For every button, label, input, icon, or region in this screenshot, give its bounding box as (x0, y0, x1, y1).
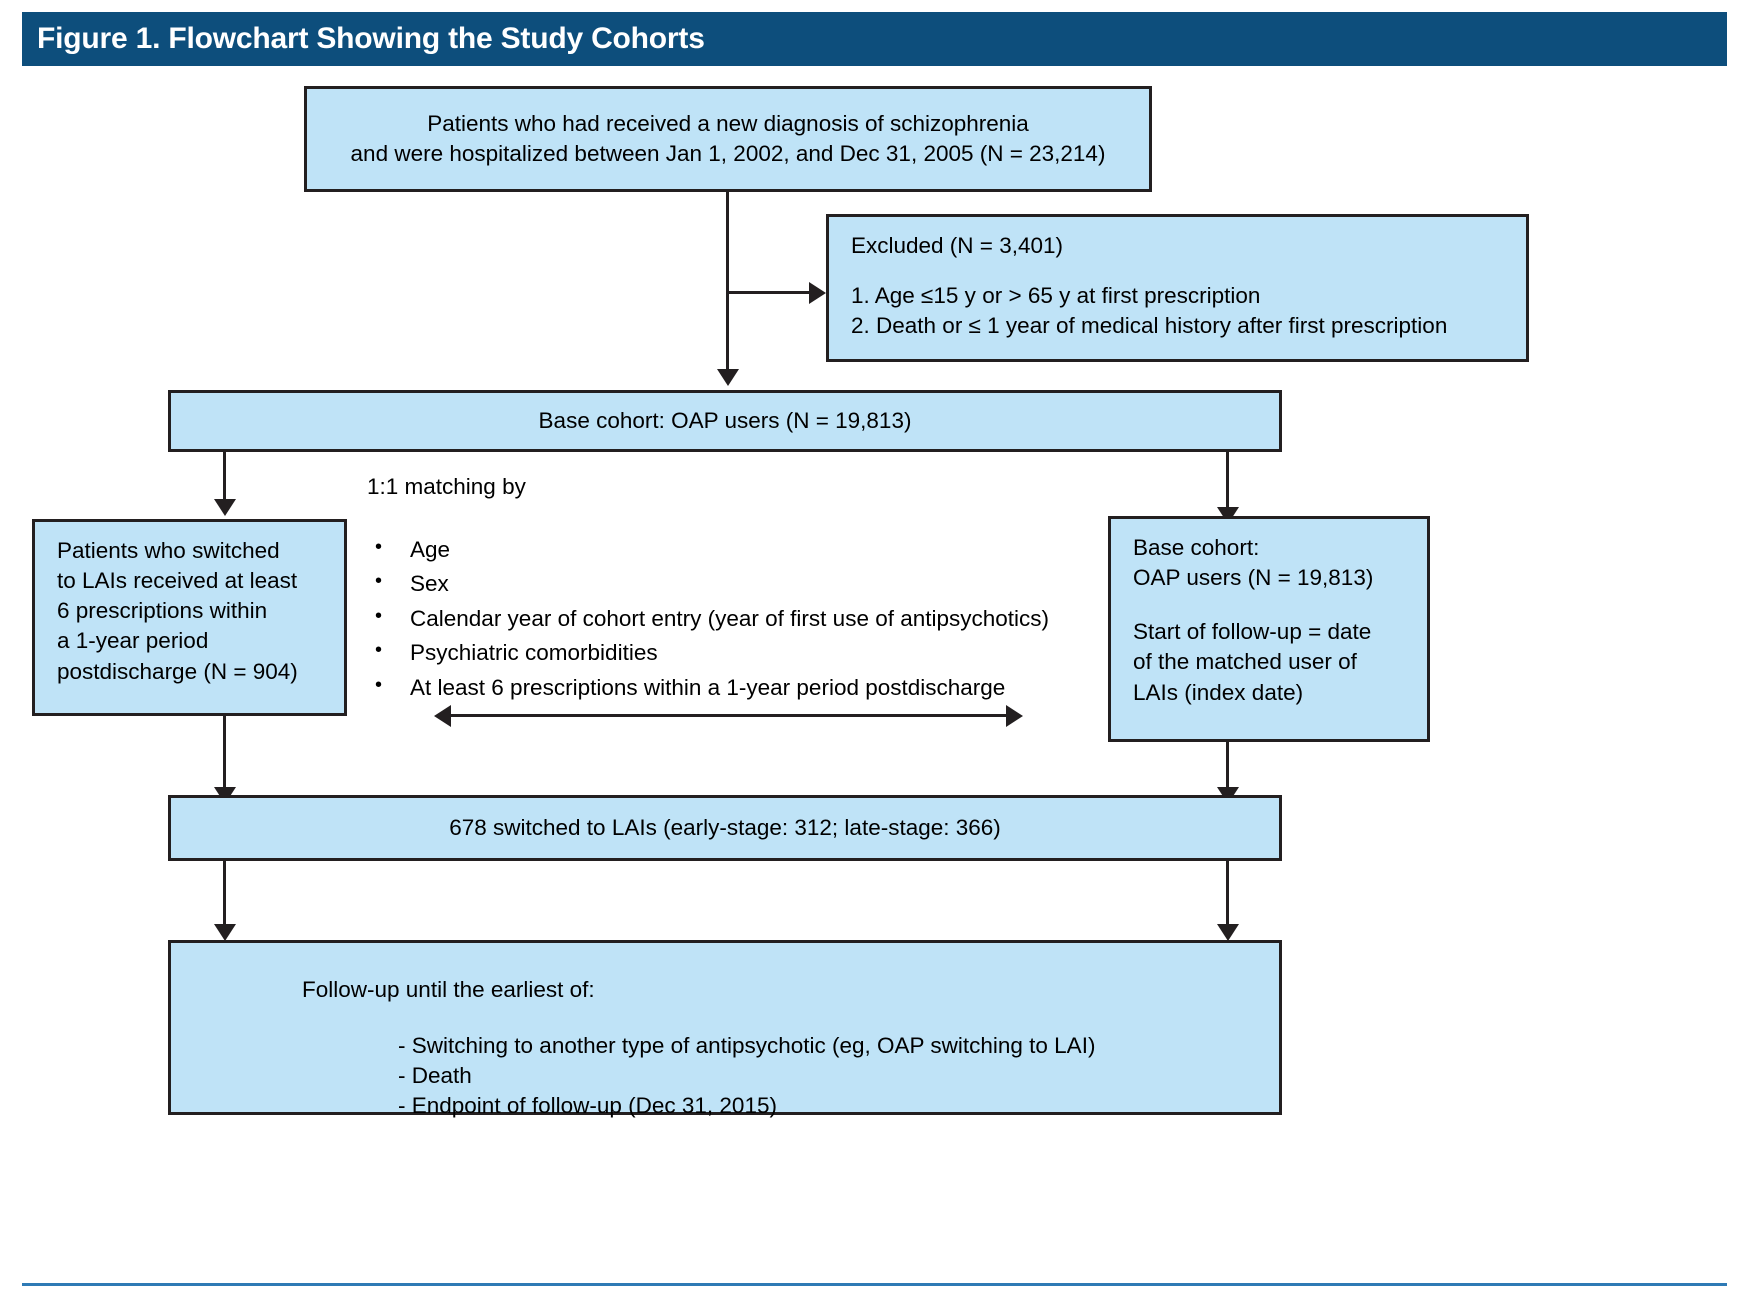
connector-base-to-left (223, 452, 226, 500)
arrowhead-source-to-excluded (809, 282, 826, 304)
matched-base-spacer (1133, 593, 1405, 617)
excluded-item-1: 1. Age ≤15 y or > 65 y at first prescrip… (851, 283, 1261, 309)
figure-title: Figure 1. Flowchart Showing the Study Co… (37, 22, 705, 55)
matching-heading: 1:1 matching by (367, 474, 526, 499)
node-lai-switchers: Patients who switched to LAIs received a… (32, 519, 347, 716)
lai-switchers-line-4: a 1-year period (57, 628, 209, 654)
switched-totals-label: 678 switched to LAIs (early-stage: 312; … (449, 814, 1001, 840)
followup-item: - Death (398, 1062, 472, 1088)
arrowhead-matching-right (1006, 705, 1023, 727)
connector-source-to-base (726, 192, 729, 370)
connector-base-to-right (1226, 452, 1229, 508)
arrowhead-switched-to-followup-right (1217, 924, 1239, 941)
node-source-cohort: Patients who had received a new diagnosi… (304, 86, 1152, 192)
connector-switched-to-followup-right (1226, 861, 1229, 925)
base-cohort-label: Base cohort: OAP users (N = 19,813) (538, 407, 912, 433)
connector-right-to-switched (1226, 742, 1229, 788)
followup-heading: Follow-up until the earliest of: (302, 977, 595, 1002)
connector-left-to-switched (223, 716, 226, 788)
connector-source-to-excluded (726, 291, 812, 294)
connector-switched-to-followup-left (223, 861, 226, 925)
followup-item: - Endpoint of follow-up (Dec 31, 2015) (398, 1092, 777, 1118)
node-matched-base-cohort: Base cohort: OAP users (N = 19,813) Star… (1108, 516, 1430, 742)
matched-base-line-3: Start of follow-up = date (1133, 619, 1372, 645)
matched-base-line-4: of the matched user of (1133, 649, 1357, 675)
matched-base-line-1: Base cohort: (1133, 535, 1260, 560)
excluded-spacer (851, 261, 1504, 281)
figure-title-bar: Figure 1. Flowchart Showing the Study Co… (22, 12, 1727, 66)
matching-criterion: At least 6 prescriptions within a 1-year… (367, 673, 1107, 701)
followup-items: - Switching to another type of antipsych… (171, 1031, 1279, 1120)
node-followup: Follow-up until the earliest of: - Switc… (168, 940, 1282, 1118)
matched-base-line-2: OAP users (N = 19,813) (1133, 565, 1374, 591)
excluded-heading: Excluded (N = 3,401) (851, 233, 1063, 258)
arrowhead-source-to-base (717, 369, 739, 386)
lai-switchers-line-3: 6 prescriptions within (57, 598, 268, 624)
connector-matching-double-arrow (448, 714, 1014, 717)
lai-switchers-line-1: Patients who switched (57, 538, 280, 563)
arrowhead-switched-to-followup-left (214, 924, 236, 941)
lai-switchers-line-2: to LAIs received at least (57, 568, 298, 594)
excluded-item-2: 2. Death or ≤ 1 year of medical history … (851, 313, 1448, 339)
matching-criteria-list: Age Sex Calendar year of cohort entry (y… (367, 535, 1107, 708)
arrowhead-matching-left (434, 705, 451, 727)
matching-criterion: Sex (367, 569, 1107, 597)
lai-switchers-line-5: postdischarge (N = 904) (57, 658, 298, 684)
matching-criterion: Calendar year of cohort entry (year of f… (367, 604, 1107, 632)
node-excluded: Excluded (N = 3,401) 1. Age ≤15 y or > 6… (826, 214, 1529, 362)
source-cohort-line-2: and were hospitalized between Jan 1, 200… (350, 141, 1106, 166)
node-switched-totals: 678 switched to LAIs (early-stage: 312; … (168, 795, 1282, 861)
matching-criterion: Age (367, 535, 1107, 563)
arrowhead-base-to-left (214, 499, 236, 516)
matched-base-line-5: LAIs (index date) (1133, 679, 1304, 705)
source-cohort-line-1: Patients who had received a new diagnosi… (427, 110, 1029, 136)
matching-criterion: Psychiatric comorbidities (367, 638, 1107, 666)
figure-bottom-rule (22, 1283, 1727, 1286)
node-source-cohort-text: Patients who had received a new diagnosi… (351, 109, 1106, 169)
followup-item: - Switching to another type of antipsych… (398, 1033, 1096, 1059)
node-base-cohort: Base cohort: OAP users (N = 19,813) (168, 390, 1282, 452)
